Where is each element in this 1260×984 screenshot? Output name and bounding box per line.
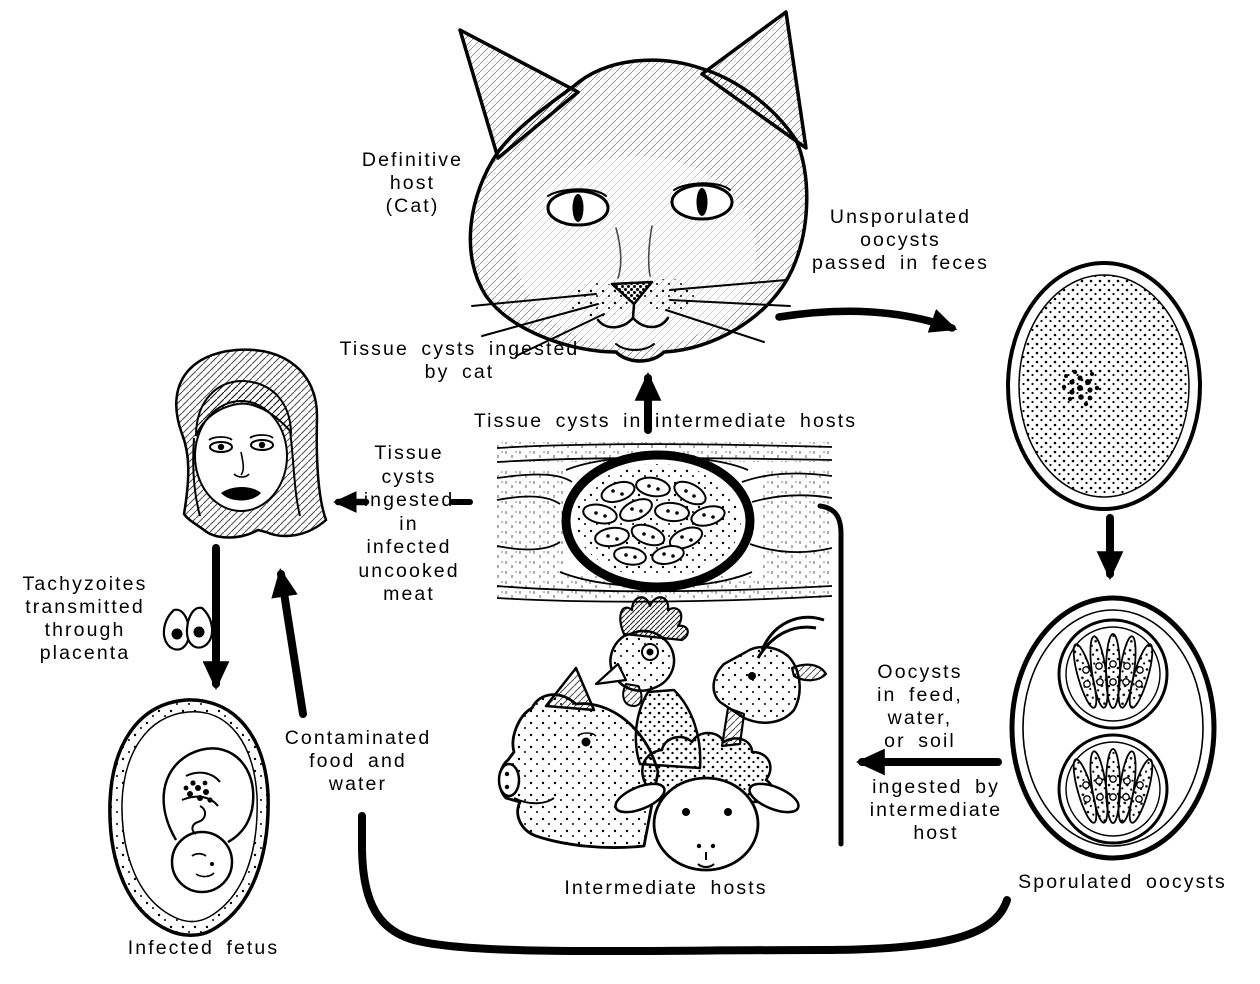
label-contaminated-food-water: Contaminated food and water bbox=[284, 727, 432, 795]
muscle-fibers bbox=[496, 443, 833, 603]
intermediate-host-bracket bbox=[817, 503, 844, 847]
intermediate-hosts-illustration bbox=[497, 596, 828, 872]
chicken-head-illustration bbox=[594, 596, 702, 770]
cat-head-illustration bbox=[458, 10, 809, 363]
unsporulated-oocyst-illustration bbox=[1006, 261, 1202, 511]
sporulated-oocyst-illustration bbox=[1009, 595, 1217, 861]
label-oocysts-in-feed: Oocysts in feed, water, or soil bbox=[877, 661, 963, 752]
bradyzoites bbox=[582, 476, 726, 566]
cat-whiskers bbox=[471, 279, 791, 357]
label-tissue-cysts-ingested-in-meat: Tissue cysts ingested in infected uncook… bbox=[358, 442, 460, 605]
label-intermediate-hosts: Intermediate hosts bbox=[564, 877, 768, 899]
goat-head-illustration bbox=[712, 615, 828, 748]
label-sporulated-oocysts: Sporulated oocysts bbox=[1018, 871, 1227, 893]
infected-fetus-illustration bbox=[108, 698, 270, 937]
cyst-cluster bbox=[183, 780, 213, 803]
label-ingested-by-intermediate-host: ingested by intermediate host bbox=[869, 776, 1003, 844]
label-infected-fetus: Infected fetus bbox=[127, 937, 280, 959]
curve-oocysts-to-food-water bbox=[358, 812, 1011, 956]
sporocyst-top bbox=[1057, 618, 1169, 730]
label-tissue-cysts-in-intermediate-hosts: Tissue cysts in intermediate hosts bbox=[473, 410, 858, 432]
tissue-cyst-illustration bbox=[496, 440, 833, 603]
tachyzoites-illustration bbox=[162, 606, 214, 651]
woman-head-illustration bbox=[175, 348, 328, 539]
flow-arrows bbox=[202, 307, 1124, 956]
label-definitive-host: Definitive host (Cat) bbox=[361, 149, 464, 217]
oocyst-center-mass bbox=[1061, 369, 1100, 407]
label-tissue-cysts-ingested-by-cat: Tissue cysts ingested by cat bbox=[339, 338, 580, 383]
sheep-head-illustration bbox=[614, 731, 800, 872]
sporocyst-bottom bbox=[1057, 733, 1169, 845]
arrow-contaminated-to-woman bbox=[271, 567, 307, 718]
arrow-cat-to-unsporulated bbox=[775, 307, 958, 333]
label-tachyzoites-placenta: Tachyzoites transmitted through placenta bbox=[22, 573, 148, 664]
label-unsporulated-oocysts: Unsporulated oocysts passed in feces bbox=[811, 206, 989, 274]
